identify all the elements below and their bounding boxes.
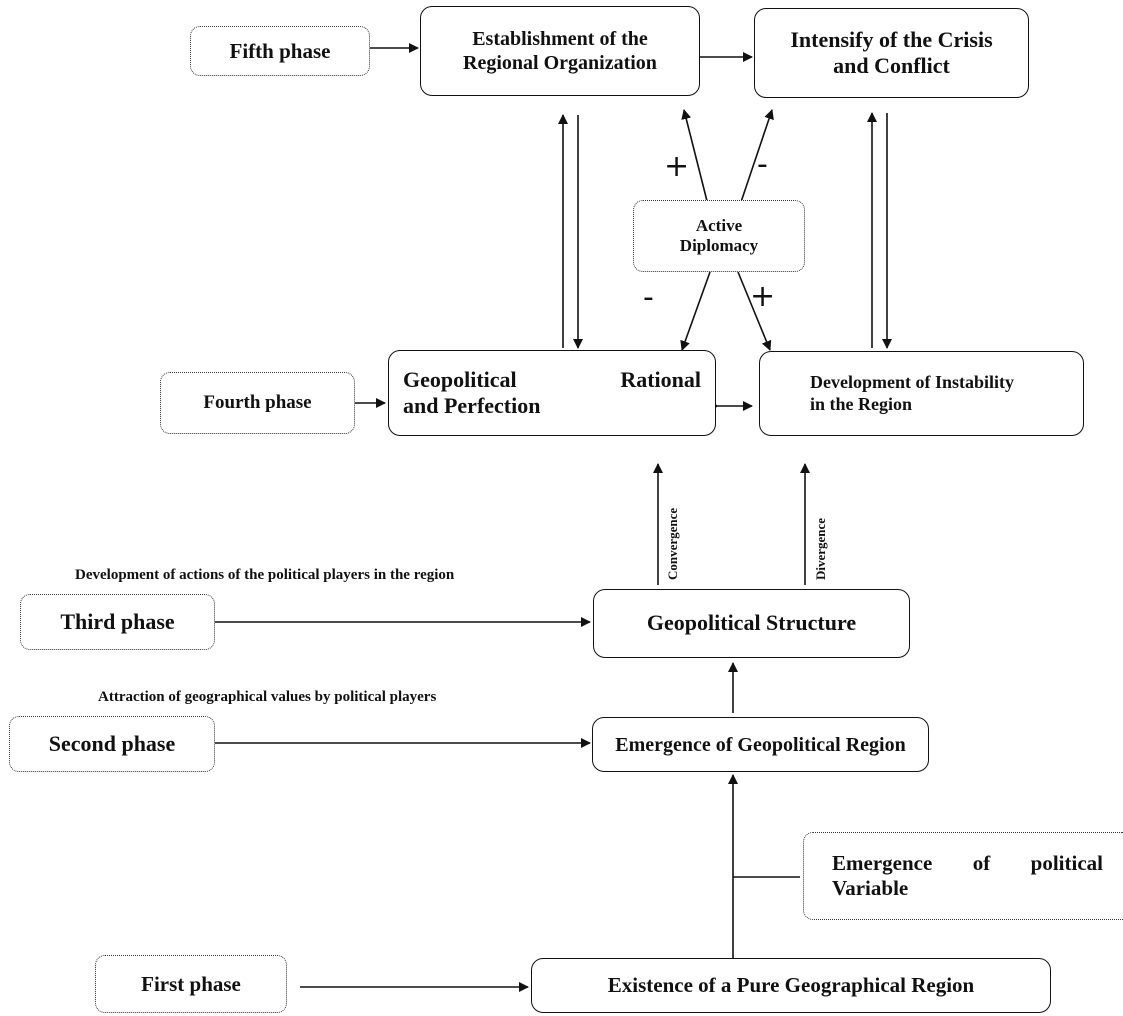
third-phase-text: Third phase (60, 609, 175, 634)
first-phase-text: First phase (141, 971, 241, 996)
geopolitical-rational-perfection-box: Geopolitical Rational and Perfection (388, 350, 716, 436)
fourth-phase-text: Fourth phase (203, 392, 312, 413)
active-diplomacy-text: Active Diplomacy (679, 215, 759, 255)
arrow-diplomacy-to-crisis (739, 109, 774, 206)
emergence-political-variable-box: Emergence of political Variable (803, 832, 1123, 920)
development-of-instability-box: Development of Instability in the Region (759, 351, 1084, 436)
establishment-text: Establishment of the Regional Organizati… (463, 28, 657, 74)
variable-line1a: Emergence (832, 851, 933, 875)
convergence-label: Convergence (665, 507, 680, 580)
rational-line1a: Geopolitical (403, 366, 517, 392)
minus-sign-top-right: - (757, 147, 768, 182)
second-phase-text: Second phase (48, 731, 176, 756)
active-diplomacy-box: Active Diplomacy (633, 200, 805, 272)
intensify-text: Intensify of the Crisis and Conflict (790, 26, 993, 78)
arrow-diplomacy-to-org (681, 109, 709, 206)
plus-sign-top-left: + (664, 149, 690, 184)
third-phase-label: Third phase (20, 594, 215, 650)
minus-sign-bottom-left: - (643, 280, 654, 315)
second-phase-note: Attraction of geographical values by pol… (98, 689, 437, 705)
existence-pure-geographical-region-box: Existence of a Pure Geographical Region (531, 958, 1051, 1013)
establishment-of-regional-organization-box: Establishment of the Regional Organizati… (420, 6, 700, 96)
first-phase-label: First phase (95, 955, 287, 1013)
rational-line1b: Rational (620, 366, 701, 392)
variable-line1c: political (1030, 851, 1103, 875)
instability-line1: Development of Instability (810, 371, 1014, 392)
arrow-diplomacy-to-rational (680, 271, 711, 351)
fifth-phase-text: Fifth phase (229, 38, 331, 63)
fifth-phase-label: Fifth phase (190, 26, 370, 76)
third-phase-note: Development of actions of the political … (75, 567, 455, 583)
emergence-geopolitical-region-box: Emergence of Geopolitical Region (592, 717, 929, 772)
intensify-crisis-conflict-box: Intensify of the Crisis and Conflict (754, 8, 1029, 98)
rational-line2: and Perfection (403, 393, 541, 418)
instability-line2: in the Region (810, 393, 913, 414)
variable-line2: Variable (832, 876, 909, 900)
second-phase-label: Second phase (9, 716, 215, 772)
emergence-region-text: Emergence of Geopolitical Region (615, 733, 906, 756)
variable-line1b: of (972, 851, 991, 875)
existence-text: Existence of a Pure Geographical Region (607, 972, 975, 997)
geopolitical-structure-box: Geopolitical Structure (593, 589, 910, 658)
arrow-diplomacy-to-instability (737, 271, 772, 351)
fourth-phase-label: Fourth phase (160, 372, 355, 434)
structure-text: Geopolitical Structure (646, 610, 857, 636)
divergence-label: Divergence (813, 517, 828, 580)
plus-sign-bottom-right: + (750, 279, 776, 314)
